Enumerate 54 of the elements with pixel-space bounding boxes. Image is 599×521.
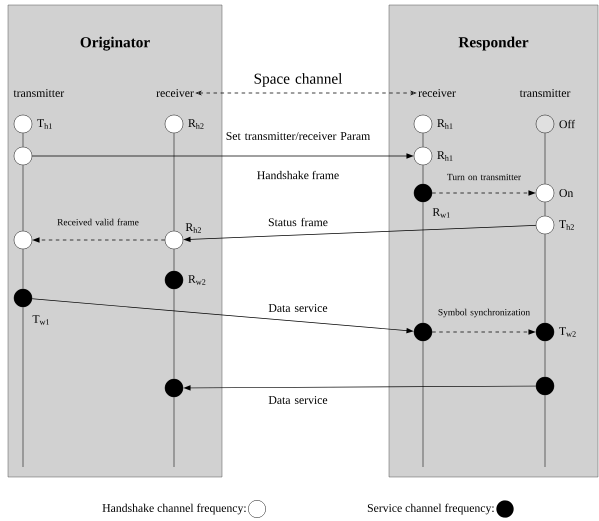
edge-label: Turn on transmitter [447, 174, 521, 180]
state-circle [414, 114, 432, 134]
state-dot [414, 322, 432, 342]
state-label: T$_{w2}$ [559, 327, 576, 337]
state-label: R$_{h2}$ [186, 223, 201, 233]
lifeline-header: receiver [156, 89, 194, 97]
state-dot [164, 270, 184, 290]
legend-text: Service channel frequency: [368, 504, 494, 514]
lifeline-header: transmitter [520, 89, 570, 97]
edge-label: Received valid frame [57, 218, 139, 226]
edge-label: Data service [268, 396, 328, 404]
state-label: T$_{h1}$ [37, 119, 52, 129]
edge-label: Space channel [254, 73, 342, 87]
state-label: R$_{w2}$ [188, 275, 206, 285]
state-circle [536, 184, 554, 202]
edge-label: Data service [268, 304, 328, 312]
state-dot [536, 322, 554, 342]
state-label: T$_{h2}$ [559, 220, 574, 230]
state-label: R$_{h2}$ [188, 119, 204, 129]
lifeline-header: receiver [418, 89, 456, 97]
state-label: On [559, 189, 574, 197]
edge-label: Symbol synchronization [438, 308, 530, 318]
state-label: R$_{h1}$ [437, 119, 452, 129]
legend-text: Handshake channel frequency: [102, 504, 246, 514]
edge-label: Set transmitter/receiver Param [226, 132, 370, 140]
lifeline [22, 132, 24, 148]
state-label: R$_{h1}$ [437, 151, 452, 161]
state-dot [536, 376, 554, 396]
state-circle [164, 230, 184, 250]
state-circle [14, 146, 32, 166]
lifeline [422, 164, 424, 184]
state-label: T$_{w1}$ [32, 315, 50, 325]
state-circle [14, 114, 32, 134]
state-dot [14, 288, 32, 308]
lifeline [22, 164, 24, 232]
frame-label: Handshake frame [257, 170, 339, 180]
state-label: R$_{w1}$ [432, 208, 450, 218]
state-circle [536, 114, 554, 134]
state-circle [414, 146, 432, 166]
lifeline [422, 132, 424, 148]
lifeline [544, 202, 546, 216]
state-circle [164, 114, 184, 134]
lifeline [422, 202, 424, 324]
lifeline [544, 340, 546, 378]
state-label: Off [559, 120, 576, 128]
state-circle [536, 216, 554, 234]
edge-label: Status frame [268, 218, 328, 226]
state-dot [164, 378, 184, 398]
lifeline [544, 132, 546, 184]
lifeline [544, 234, 546, 324]
lifeline [22, 248, 24, 290]
state-dot [414, 184, 432, 202]
lifeline-header: transmitter [14, 89, 64, 97]
state-circle [14, 230, 32, 250]
